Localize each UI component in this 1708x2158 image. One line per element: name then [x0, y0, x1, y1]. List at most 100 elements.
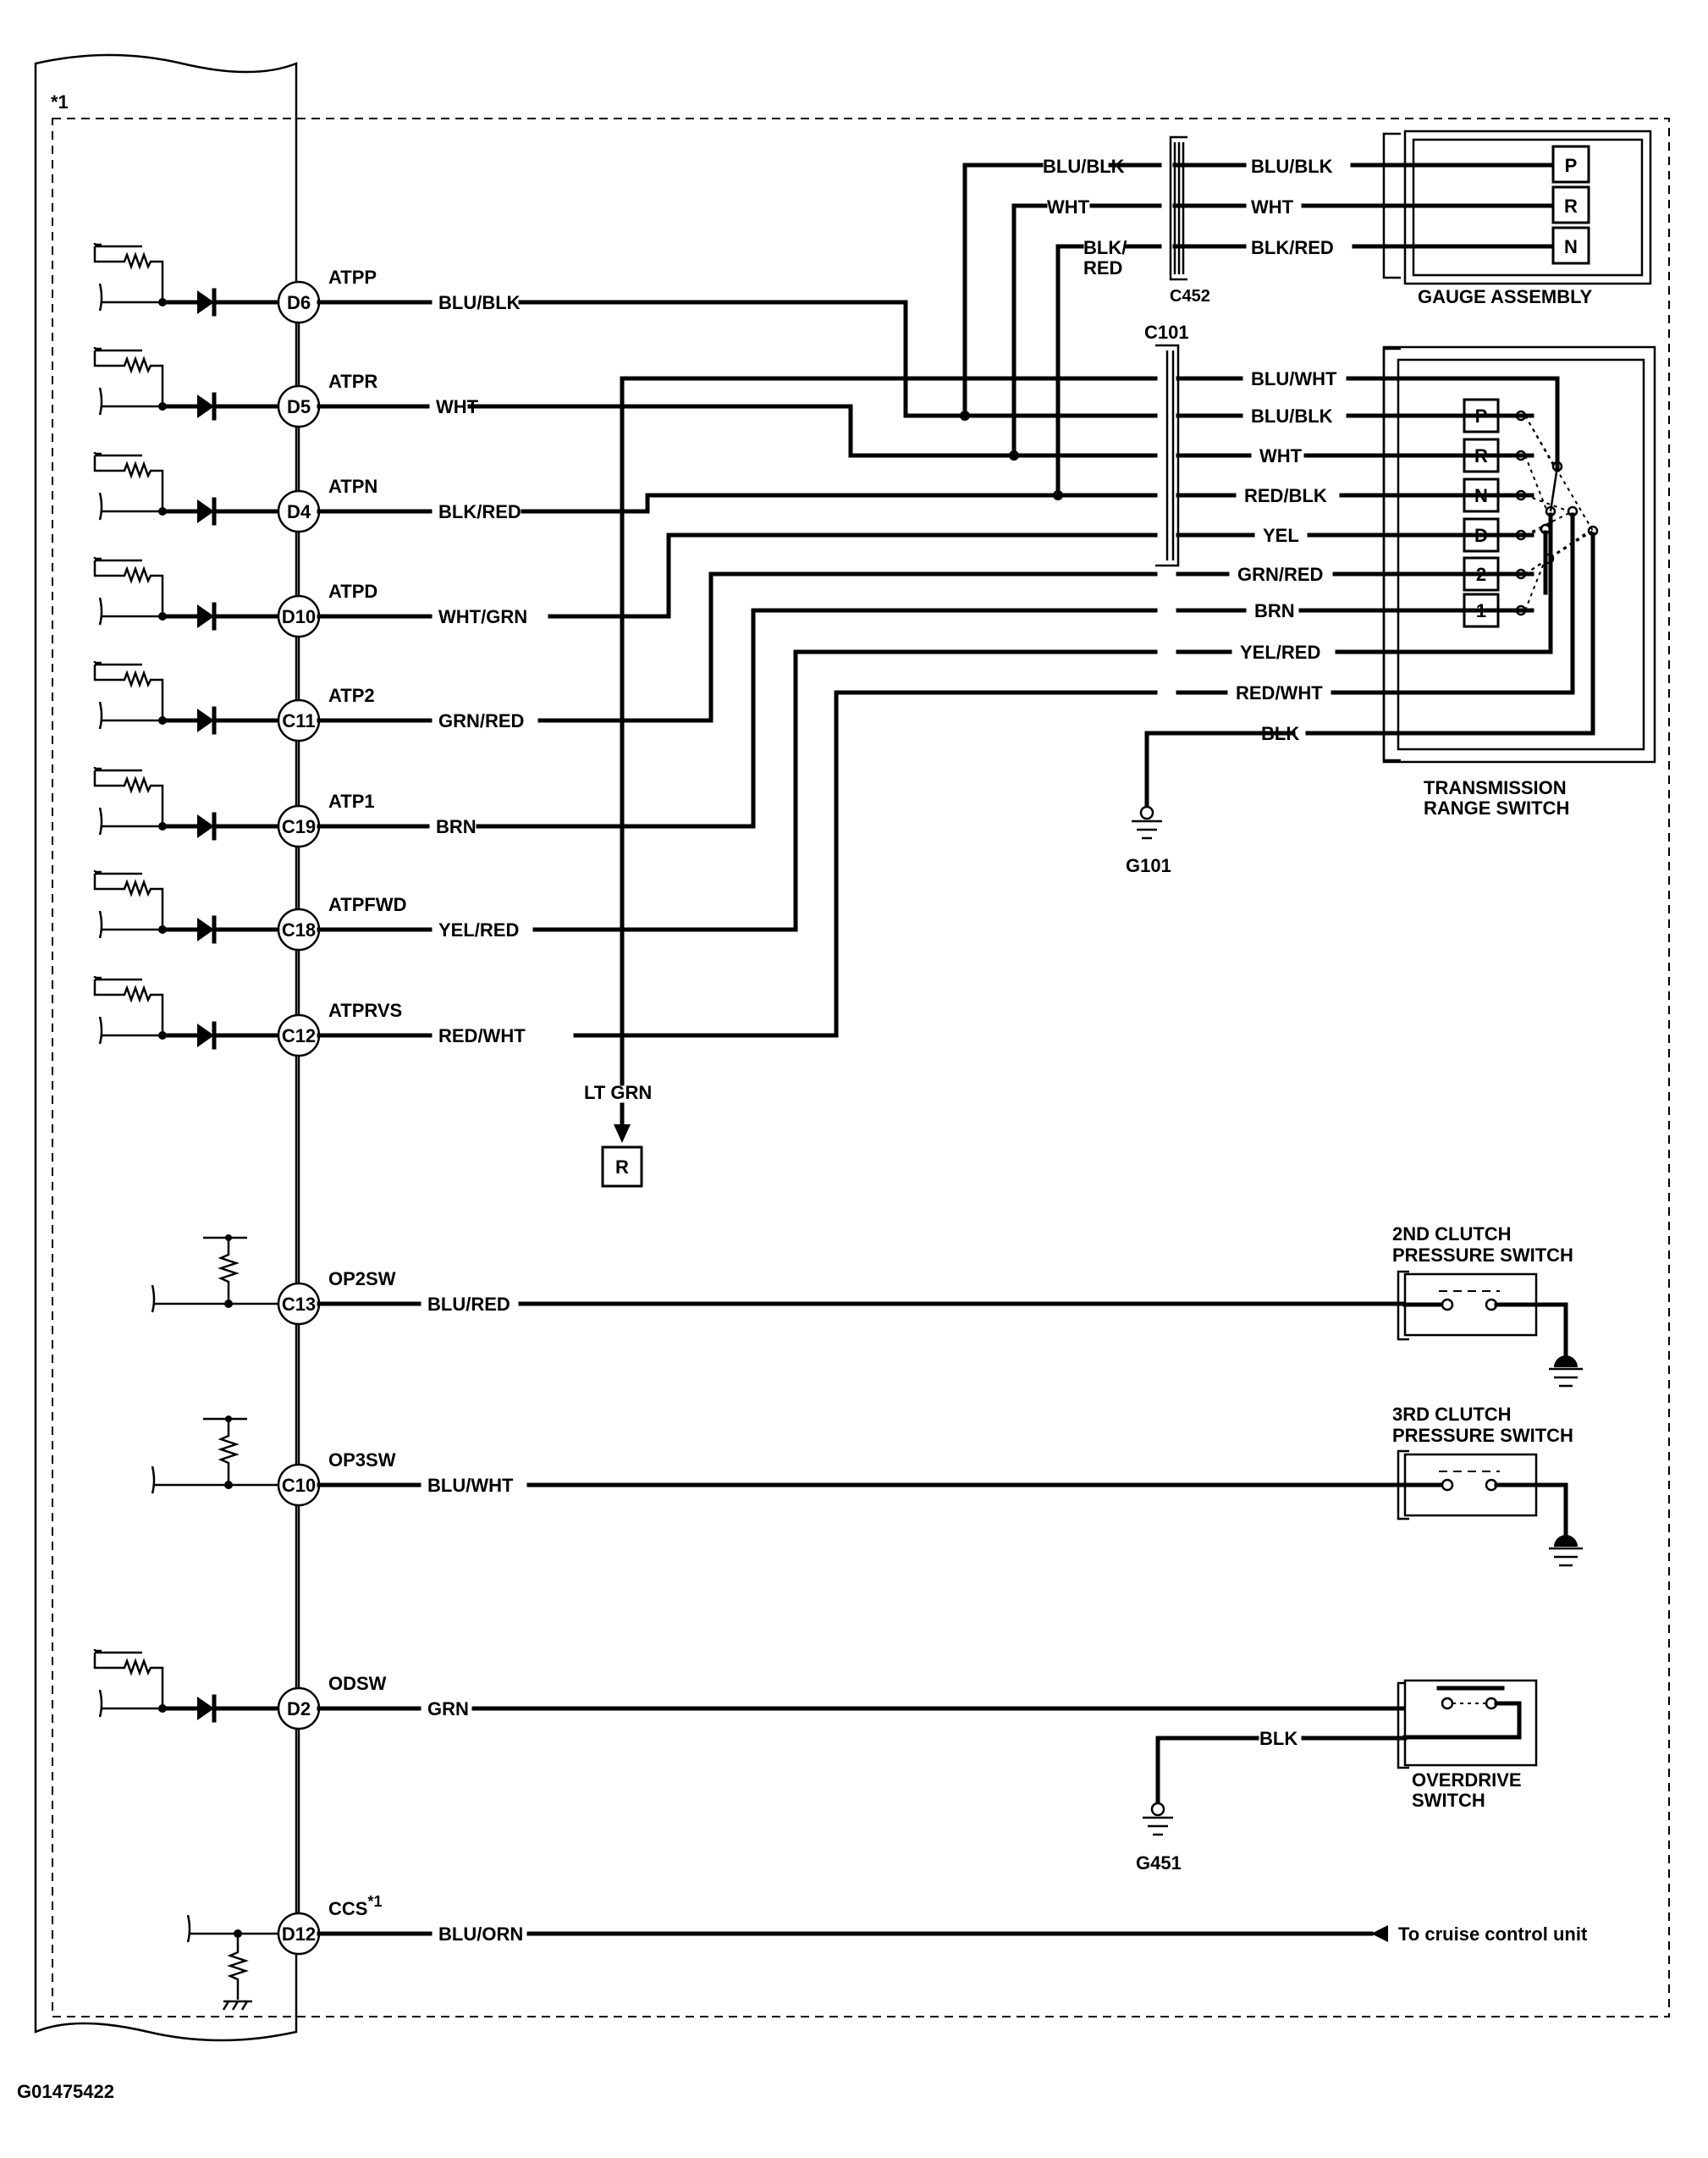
clutch3-label-2: PRESSURE SWITCH: [1392, 1425, 1573, 1446]
wire-label-c19: BRN: [436, 816, 477, 837]
trs-label-1: TRANSMISSION: [1424, 777, 1567, 798]
splice-1: [960, 411, 970, 421]
clutch3-pressure-switch: 3RD CLUTCH PRESSURE SWITCH: [1392, 1404, 1583, 1567]
pin-d2-label: D2: [287, 1698, 311, 1719]
c101-wire-6: GRN/RED: [1237, 564, 1323, 585]
pin-row-c10: C10 OP3SW BLU/WHT: [151, 1416, 542, 1507]
wire-label-c13: BLU/RED: [427, 1294, 510, 1315]
gauge-pos-n: N: [1564, 236, 1578, 257]
signal-atp2: ATP2: [328, 685, 375, 706]
pin-c13-label: C13: [282, 1294, 316, 1315]
pin-d4-label: D4: [287, 501, 311, 522]
route-d6: [528, 300, 1158, 418]
pin-d10-label: D10: [282, 606, 316, 627]
r-connector-label: R: [615, 1156, 629, 1178]
c101-wire-3: WHT: [1259, 445, 1303, 466]
route-ltgrn: [620, 376, 1158, 1086]
signal-atp1: ATP1: [328, 791, 375, 812]
route-c18: [543, 649, 1158, 932]
clutch2-label-2: PRESSURE SWITCH: [1392, 1245, 1573, 1266]
cruise-label: To cruise control unit: [1398, 1923, 1588, 1945]
cruise-control: To cruise control unit: [1371, 1923, 1588, 1945]
signal-op3sw: OP3SW: [328, 1449, 396, 1471]
clutch3-label-1: 3RD CLUTCH: [1392, 1404, 1512, 1425]
pin-d12-label: D12: [282, 1923, 316, 1945]
wire-label-c12: RED/WHT: [438, 1025, 526, 1046]
c101-wire-2: BLU/BLK: [1251, 406, 1333, 427]
signal-atpp: ATPP: [328, 267, 377, 288]
overdrive-label-2: SWITCH: [1412, 1790, 1485, 1811]
pin-row-c12: C12 ATPRVS RED/WHT: [93, 976, 588, 1057]
wire-label-d4: BLK/RED: [438, 501, 521, 522]
c101-label: C101: [1144, 322, 1189, 343]
pin-c12-label: C12: [282, 1025, 316, 1046]
wire-label-d10: WHT/GRN: [438, 606, 527, 627]
c452-left-wire-3a: BLK/: [1083, 237, 1127, 258]
route-d5: [477, 404, 1158, 458]
c452-right-wire-2: WHT: [1251, 196, 1294, 218]
wire-label-d6: BLU/BLK: [438, 292, 521, 313]
route-d10: [558, 533, 1158, 619]
pin-rows: D6ATPPBLU/BLKD5ATPRWHTD4ATPNBLK/REDD10AT…: [93, 243, 588, 2011]
c101-wire-9: RED/WHT: [1236, 682, 1323, 704]
footer-code: G01475422: [17, 2081, 114, 2102]
overdrive-ground-wire-label: BLK: [1259, 1728, 1298, 1749]
c452-label: C452: [1170, 287, 1210, 306]
splice-3: [1053, 490, 1063, 500]
pin-c10-label: C10: [282, 1475, 316, 1496]
signal-odsw: ODSW: [328, 1673, 387, 1694]
c452-right-wire-1: BLU/BLK: [1251, 156, 1333, 177]
route-c452-3: [1055, 244, 1084, 498]
gauge-assembly: P R N GAUGE ASSEMBLY: [1382, 130, 1652, 307]
splice-2: [1009, 450, 1019, 461]
c101-connector: C101: [1144, 322, 1189, 567]
route-c452-2: [1011, 203, 1048, 458]
signal-ccs: CCS*1: [328, 1893, 382, 1919]
pin-row-c18: C18 ATPFWD YEL/RED: [93, 870, 548, 952]
pin-d5-label: D5: [287, 396, 311, 417]
pin-d6-label: D6: [287, 292, 311, 313]
trs-label-2: RANGE SWITCH: [1424, 798, 1569, 819]
pin-c18-label: C18: [282, 919, 316, 941]
c452-left-wire-2: WHT: [1047, 196, 1090, 218]
route-c12: [583, 690, 1158, 1038]
signal-atpr: ATPR: [328, 371, 377, 392]
gauge-pos-r: R: [1564, 196, 1578, 217]
route-c452-1: [962, 163, 1044, 418]
signal-atpfwd: ATPFWD: [328, 894, 406, 915]
overdrive-label-1: OVERDRIVE: [1412, 1769, 1522, 1791]
g451-label: G451: [1136, 1852, 1182, 1874]
signal-atprvs: ATPRVS: [328, 1000, 402, 1021]
c452-connector: C452 BLU/BLK WHT BLK/ RED BLU/BLK WHT BL…: [1043, 135, 1334, 306]
wire-label-d12: BLU/ORN: [438, 1923, 523, 1945]
g101-ground: G101: [1126, 731, 1296, 876]
harness: BLU/WHTBLU/BLKWHTRED/BLKYELGRN/REDBRNYEL…: [477, 163, 1408, 1936]
c452-left-wire-3b: RED: [1083, 257, 1122, 279]
c101-wire-5: YEL: [1263, 525, 1299, 546]
c452-right-wire-3: BLK/RED: [1251, 237, 1334, 258]
c101-wire-7: BRN: [1254, 600, 1295, 621]
trs-common-1: [1394, 376, 1560, 472]
gauge-pos-p: P: [1565, 155, 1578, 176]
wire-label-c18: YEL/RED: [438, 919, 519, 941]
wire-label-c10: BLU/WHT: [427, 1475, 514, 1496]
lt-grn-label: LT GRN: [584, 1082, 652, 1103]
overdrive-switch: OVERDRIVE SWITCH BLK G451: [1136, 1679, 1538, 1874]
pin-c11-label: C11: [282, 710, 315, 731]
wire-label-c11: GRN/RED: [438, 710, 524, 731]
route-c11: [548, 571, 1158, 723]
c101-wire-4: RED/BLK: [1244, 485, 1327, 506]
clutch2-pressure-switch: 2ND CLUTCH PRESSURE SWITCH: [1392, 1223, 1583, 1388]
c101-wire-1: BLU/WHT: [1251, 368, 1337, 389]
pin-c19-label: C19: [282, 816, 316, 837]
pcm-module: *1: [34, 53, 1670, 2042]
